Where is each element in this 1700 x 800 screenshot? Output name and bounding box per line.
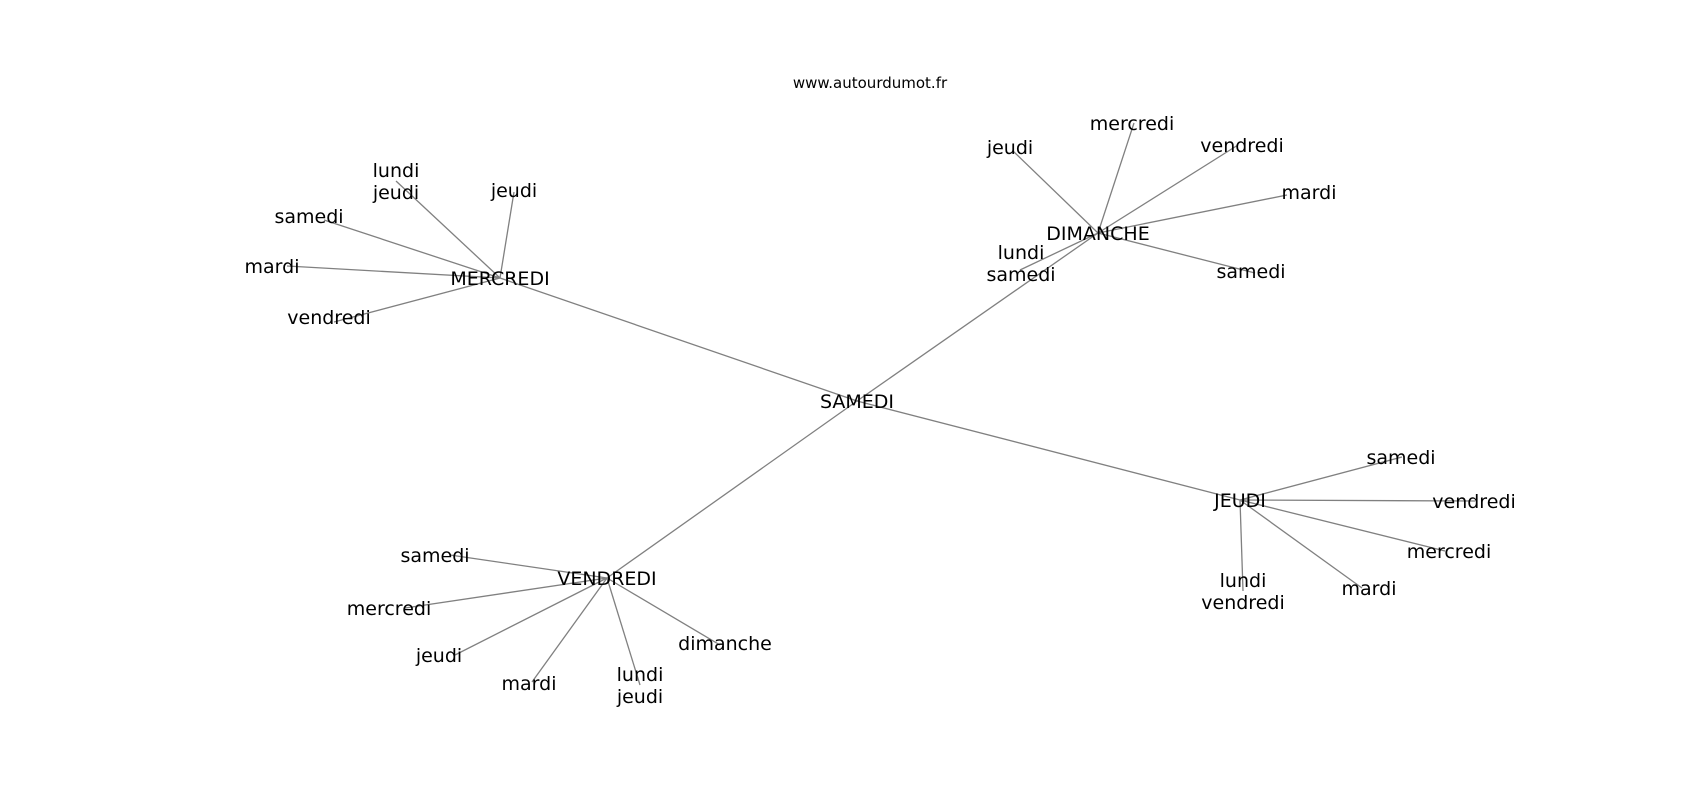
leaf-dimanche-jeudi: jeudi [986, 137, 1033, 159]
edge-samedi-vendredi [606, 400, 858, 579]
source-credit: www.autourdumot.fr [793, 74, 948, 92]
hub-jeudi: JEUDI [1213, 490, 1266, 512]
edge-samedi-mercredi [499, 277, 858, 402]
edge-dimanche-lundi-samedi [1019, 232, 1099, 271]
edge-vendredi-mercredi [404, 577, 608, 609]
edge-jeudi-mercredi [1239, 499, 1446, 552]
leaf-dimanche-mardi: mardi [1282, 182, 1337, 204]
edge-dimanche-mardi [1097, 194, 1288, 234]
root-node-samedi: SAMEDI [820, 391, 894, 413]
edge-mercredi-vendredi [333, 277, 501, 323]
leaf-mercredi-mardi: mardi [245, 256, 300, 278]
leaf-dimanche-samedi: samedi [1216, 261, 1285, 283]
edge-jeudi-mardi [1239, 499, 1363, 589]
leaf-jeudi-vendredi: vendredi [1432, 491, 1515, 513]
edge-vendredi-lundi-jeudi [606, 577, 641, 686]
hub-vendredi: VENDREDI [557, 568, 656, 590]
edge-samedi-jeudi [856, 400, 1241, 501]
edge-dimanche-vendredi [1097, 144, 1239, 234]
edge-jeudi-samedi [1239, 456, 1403, 501]
leaf-mercredi-samedi: samedi [274, 206, 343, 228]
edge-dimanche-samedi [1097, 232, 1256, 274]
hub-mercredi: MERCREDI [450, 268, 549, 290]
edge-mercredi-jeudi [499, 191, 515, 279]
leaf-jeudi-mardi: mardi [1342, 578, 1397, 600]
edge-vendredi-dimanche [606, 577, 721, 646]
leaf-mercredi-jeudi: jeudi [490, 180, 537, 202]
leaf-jeudi-mercredi: mercredi [1407, 541, 1491, 563]
edge-vendredi-mardi [531, 577, 608, 683]
hub-dimanche: DIMANCHE [1046, 223, 1149, 245]
leaf-vendredi-jeudi: jeudi [415, 645, 462, 667]
edge-samedi-dimanche [856, 232, 1099, 402]
edge-dimanche-jeudi [1012, 150, 1099, 234]
edge-jeudi-lundi-vendredi [1239, 499, 1244, 592]
edge-vendredi-samedi [449, 554, 608, 579]
edge-vendredi-jeudi [454, 577, 608, 656]
leaf-mercredi-vendredi: vendredi [287, 307, 370, 329]
edge-mercredi-lundi-jeudi [395, 180, 501, 279]
leaf-vendredi-samedi: samedi [400, 545, 469, 567]
leaf-vendredi-dimanche: dimanche [678, 633, 772, 655]
edge-mercredi-mardi [286, 265, 501, 279]
edge-mercredi-samedi [323, 219, 501, 279]
leaf-dimanche-mercredi: mercredi [1090, 113, 1174, 135]
leaf-jeudi-samedi: samedi [1366, 447, 1435, 469]
edge-dimanche-mercredi [1097, 122, 1135, 234]
edge-jeudi-vendredi [1239, 499, 1476, 502]
leaf-vendredi-mercredi: mercredi [347, 598, 431, 620]
leaf-vendredi-mardi: mardi [502, 673, 557, 695]
edges [286, 122, 1476, 686]
leaf-dimanche-vendredi: vendredi [1200, 135, 1283, 157]
